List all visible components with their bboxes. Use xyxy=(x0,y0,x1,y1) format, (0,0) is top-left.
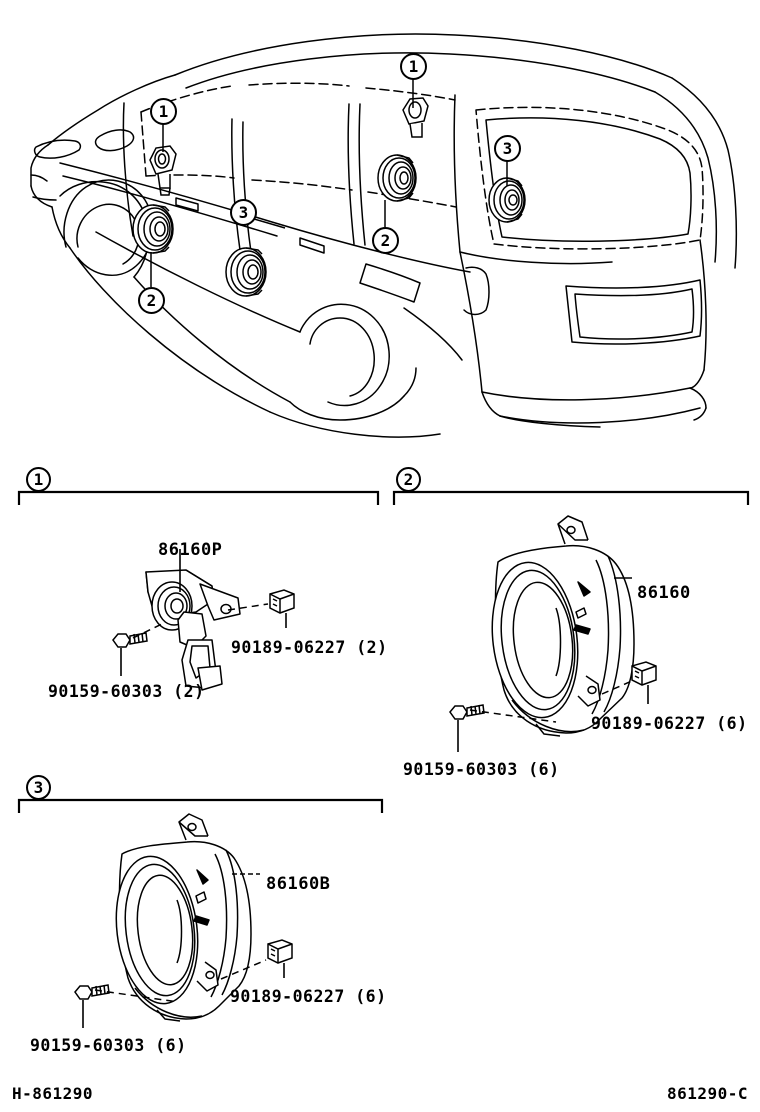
part-label-90189-06227-s2: 90189-06227 (6) xyxy=(591,714,748,733)
vehicle-leader-lines xyxy=(150,79,508,287)
part-label-90159-60303-s2: 90159-60303 (6) xyxy=(403,760,560,779)
part-label-86160B: 86160B xyxy=(266,874,331,894)
screw-s1 xyxy=(112,632,148,676)
part-label-90189-06227-s1: 90189-06227 (2) xyxy=(231,638,388,657)
detail-86160 xyxy=(491,515,635,737)
clip-s1 xyxy=(269,589,295,628)
part-label-90159-60303-s3: 90159-60303 (6) xyxy=(30,1036,187,1055)
assembly-line-s1 xyxy=(132,603,269,639)
vehicle-callout-1-front: 1 xyxy=(150,98,177,125)
section-3-number: 3 xyxy=(26,775,51,800)
section-brackets xyxy=(17,490,750,813)
part-label-90159-60303-s1: 90159-60303 (2) xyxy=(48,682,205,701)
vehicle-callout-2-front: 2 xyxy=(138,287,165,314)
clip-s3 xyxy=(267,939,293,978)
vehicle-callout-3-rear: 3 xyxy=(494,135,521,162)
vehicle-callout-2-rear: 2 xyxy=(372,227,399,254)
vehicle-callout-3-mid: 3 xyxy=(230,199,257,226)
footer-diagram-code-left: H-861290 xyxy=(12,1084,94,1103)
part-label-90189-06227-s3: 90189-06227 (6) xyxy=(230,987,387,1006)
footer-diagram-code-right: 861290-C xyxy=(666,1084,748,1103)
section-1-number: 1 xyxy=(26,467,51,492)
assembly-line-s3 xyxy=(94,959,267,1003)
assembly-line-s2 xyxy=(469,679,635,723)
clip-s2 xyxy=(631,661,657,704)
part-label-86160P: 86160P xyxy=(158,540,223,560)
screw-s2 xyxy=(449,704,485,752)
part-label-86160: 86160 xyxy=(637,583,691,603)
section-2-number: 2 xyxy=(396,467,421,492)
vehicle-callout-1-rear: 1 xyxy=(400,53,427,80)
screw-s3 xyxy=(74,984,110,1028)
detail-86160P xyxy=(145,549,241,691)
detail-86160B xyxy=(115,813,260,1022)
